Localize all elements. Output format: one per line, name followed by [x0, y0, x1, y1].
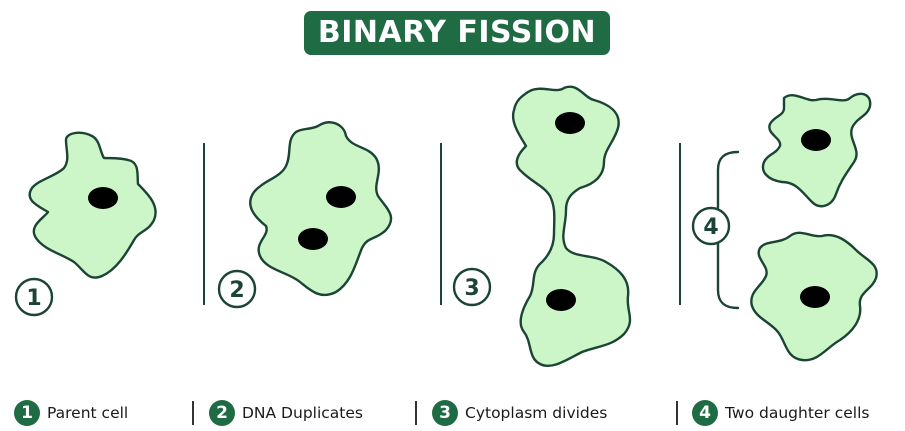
daughter-nucleus-bottom — [800, 286, 830, 308]
legend-number-4: 4 — [692, 400, 718, 426]
daughter-nucleus-top — [801, 129, 831, 151]
legend-number-2: 2 — [209, 400, 235, 426]
legend-label-1: Parent cell — [47, 404, 128, 422]
lower-nucleus — [546, 289, 576, 311]
legend-separator — [676, 401, 678, 425]
stage-4-marker: 4 — [693, 208, 729, 244]
upper-nucleus — [555, 112, 585, 134]
stage-2-marker: 2 — [219, 271, 255, 307]
legend-label-2: DNA Duplicates — [242, 404, 363, 422]
legend-item-parent-cell: 1 Parent cell — [14, 398, 128, 428]
stage-3-number: 3 — [464, 276, 479, 301]
legend: 1 Parent cell 2 DNA Duplicates 3 Cytopla… — [0, 398, 905, 428]
stage-3-marker: 3 — [454, 269, 490, 305]
duplicating-cell — [250, 122, 391, 295]
legend-item-dna-duplicates: 2 DNA Duplicates — [209, 398, 363, 428]
legend-number-1: 1 — [14, 400, 40, 426]
legend-item-two-daughter-cells: 4 Two daughter cells — [692, 398, 869, 428]
legend-number-3: 3 — [432, 400, 458, 426]
stage-4-number: 4 — [703, 215, 718, 240]
nucleus-copy-2 — [298, 228, 328, 250]
nucleus-copy-1 — [326, 186, 356, 208]
stage-1-number: 1 — [26, 286, 41, 311]
stage-2-number: 2 — [229, 278, 244, 303]
parent-nucleus — [88, 187, 118, 209]
legend-separator — [415, 401, 417, 425]
legend-separator — [192, 401, 194, 425]
legend-label-3: Cytoplasm divides — [465, 404, 607, 422]
legend-label-4: Two daughter cells — [725, 404, 869, 422]
stage-1-marker: 1 — [16, 279, 52, 315]
legend-item-cytoplasm-divides: 3 Cytoplasm divides — [432, 398, 607, 428]
